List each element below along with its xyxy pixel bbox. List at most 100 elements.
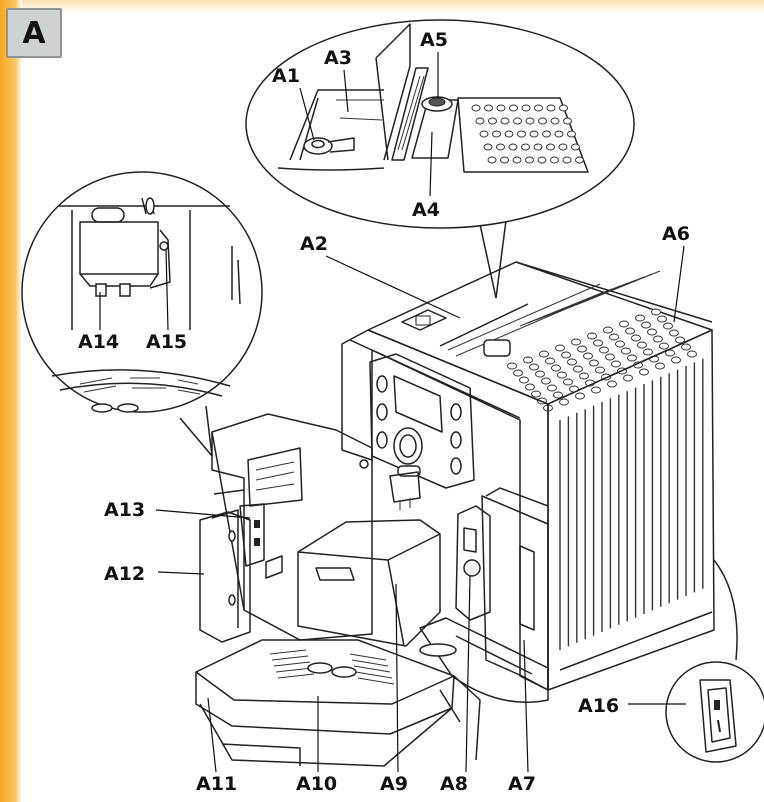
warmer-hole xyxy=(533,143,543,151)
tray-hole xyxy=(555,344,565,352)
tray-hole xyxy=(593,339,603,347)
warmer-hole xyxy=(567,130,576,138)
warmer-hole xyxy=(487,156,497,164)
tray-hole xyxy=(553,391,563,399)
label-a10: A10 xyxy=(296,773,337,795)
warmer-hole xyxy=(542,130,551,138)
hot-water-spout-a8 xyxy=(455,505,491,621)
power-switch-a16 xyxy=(699,679,737,753)
top-callout-bubble xyxy=(245,19,635,229)
warmer-hole xyxy=(512,156,522,164)
tray-hole xyxy=(641,321,651,329)
tray-slot xyxy=(275,667,313,673)
top-accent-strip xyxy=(0,0,764,14)
label-a13: A13 xyxy=(104,499,145,521)
control-display xyxy=(393,375,443,433)
tray-hole xyxy=(535,370,545,378)
tray-hole xyxy=(579,372,589,380)
warmer-hole xyxy=(500,117,510,125)
tray-hole xyxy=(623,374,633,382)
tray-slot xyxy=(351,659,389,667)
left-accent-strip xyxy=(0,0,22,802)
drip-tray-rim xyxy=(51,369,231,387)
tray-hole xyxy=(611,360,621,368)
cup-tray-holes-a6 xyxy=(507,308,697,412)
warmer-hole xyxy=(521,143,530,151)
spoon-compartment-edge xyxy=(289,89,384,161)
left-detail-callout: A14 A15 xyxy=(21,171,263,457)
leader-a6 xyxy=(673,245,685,323)
tray-hole xyxy=(559,398,569,406)
warmer-hole xyxy=(517,130,526,138)
tray-slot xyxy=(271,655,309,661)
power-switch-bubble xyxy=(665,661,764,763)
control-button-2 xyxy=(376,403,388,421)
section-badge-letter: A xyxy=(22,15,46,51)
left-callout-bubble xyxy=(21,171,263,413)
tray-hole xyxy=(591,386,601,394)
label-a6: A6 xyxy=(662,223,690,245)
left-callout-pointer-b xyxy=(205,405,213,457)
tray-hole xyxy=(659,342,669,350)
warmer-hole xyxy=(550,156,559,164)
left-callout-pointer-a xyxy=(179,417,213,457)
warmer-hole xyxy=(534,104,543,112)
warmer-hole xyxy=(558,143,568,151)
label-a4: A4 xyxy=(412,199,440,221)
leader-a8 xyxy=(465,575,471,773)
tray-hole xyxy=(571,338,581,346)
tray-hole xyxy=(507,362,517,370)
tray-hole xyxy=(587,332,597,340)
label-a8: A8 xyxy=(440,773,468,795)
label-a2: A2 xyxy=(300,233,328,255)
drip-tray-base-a11 xyxy=(199,703,453,767)
tray-slot xyxy=(357,677,395,685)
tray-hole xyxy=(631,334,641,342)
spout-slot xyxy=(91,207,125,223)
tray-hole xyxy=(671,356,681,364)
tray-hole xyxy=(639,368,649,376)
top-grille-slots xyxy=(519,270,661,327)
warmer-hole xyxy=(513,117,522,125)
warmer-hole xyxy=(496,143,505,151)
grille-slot xyxy=(575,270,661,306)
warmer-hole xyxy=(546,143,555,151)
lid-hinge-strip xyxy=(391,67,429,161)
side-ventilation-ribs xyxy=(559,358,704,650)
brewing-compartment xyxy=(211,413,373,641)
tray-hole xyxy=(655,362,665,370)
leader-a9 xyxy=(395,583,399,773)
label-a1: A1 xyxy=(272,65,300,87)
tray-hole xyxy=(583,352,593,360)
cappuccino-nozzle-a15 xyxy=(149,229,171,289)
warmer-hole xyxy=(483,143,493,151)
warmer-hole xyxy=(471,104,481,112)
tray-hole xyxy=(577,345,587,353)
tray-slot xyxy=(355,671,393,679)
warmer-hole xyxy=(509,104,518,112)
warmer-hole xyxy=(563,117,572,125)
tray-slot xyxy=(273,661,311,667)
warmer-hole xyxy=(571,143,580,151)
top-detail-callout: A1 A3 A5 A4 xyxy=(245,19,635,299)
warmer-hole xyxy=(529,130,539,138)
control-button-5 xyxy=(450,431,462,449)
tray-hole xyxy=(561,351,571,359)
tray-hole xyxy=(653,335,663,343)
warmer-hole xyxy=(504,130,514,138)
warmer-hole xyxy=(546,104,556,112)
tray-hole xyxy=(557,371,567,379)
leader-a4 xyxy=(429,131,433,197)
warmer-hole xyxy=(500,156,509,164)
warmer-hole xyxy=(525,117,535,125)
warmer-hole xyxy=(562,156,572,164)
warmer-hole xyxy=(550,117,560,125)
tray-hole xyxy=(531,390,541,398)
tray-hole xyxy=(657,315,667,323)
tray-hole xyxy=(615,340,625,348)
tray-hole xyxy=(635,314,645,322)
tray-slot xyxy=(353,665,391,673)
ground-coffee-lid-a2 xyxy=(483,339,511,357)
tray-hole xyxy=(663,322,673,330)
